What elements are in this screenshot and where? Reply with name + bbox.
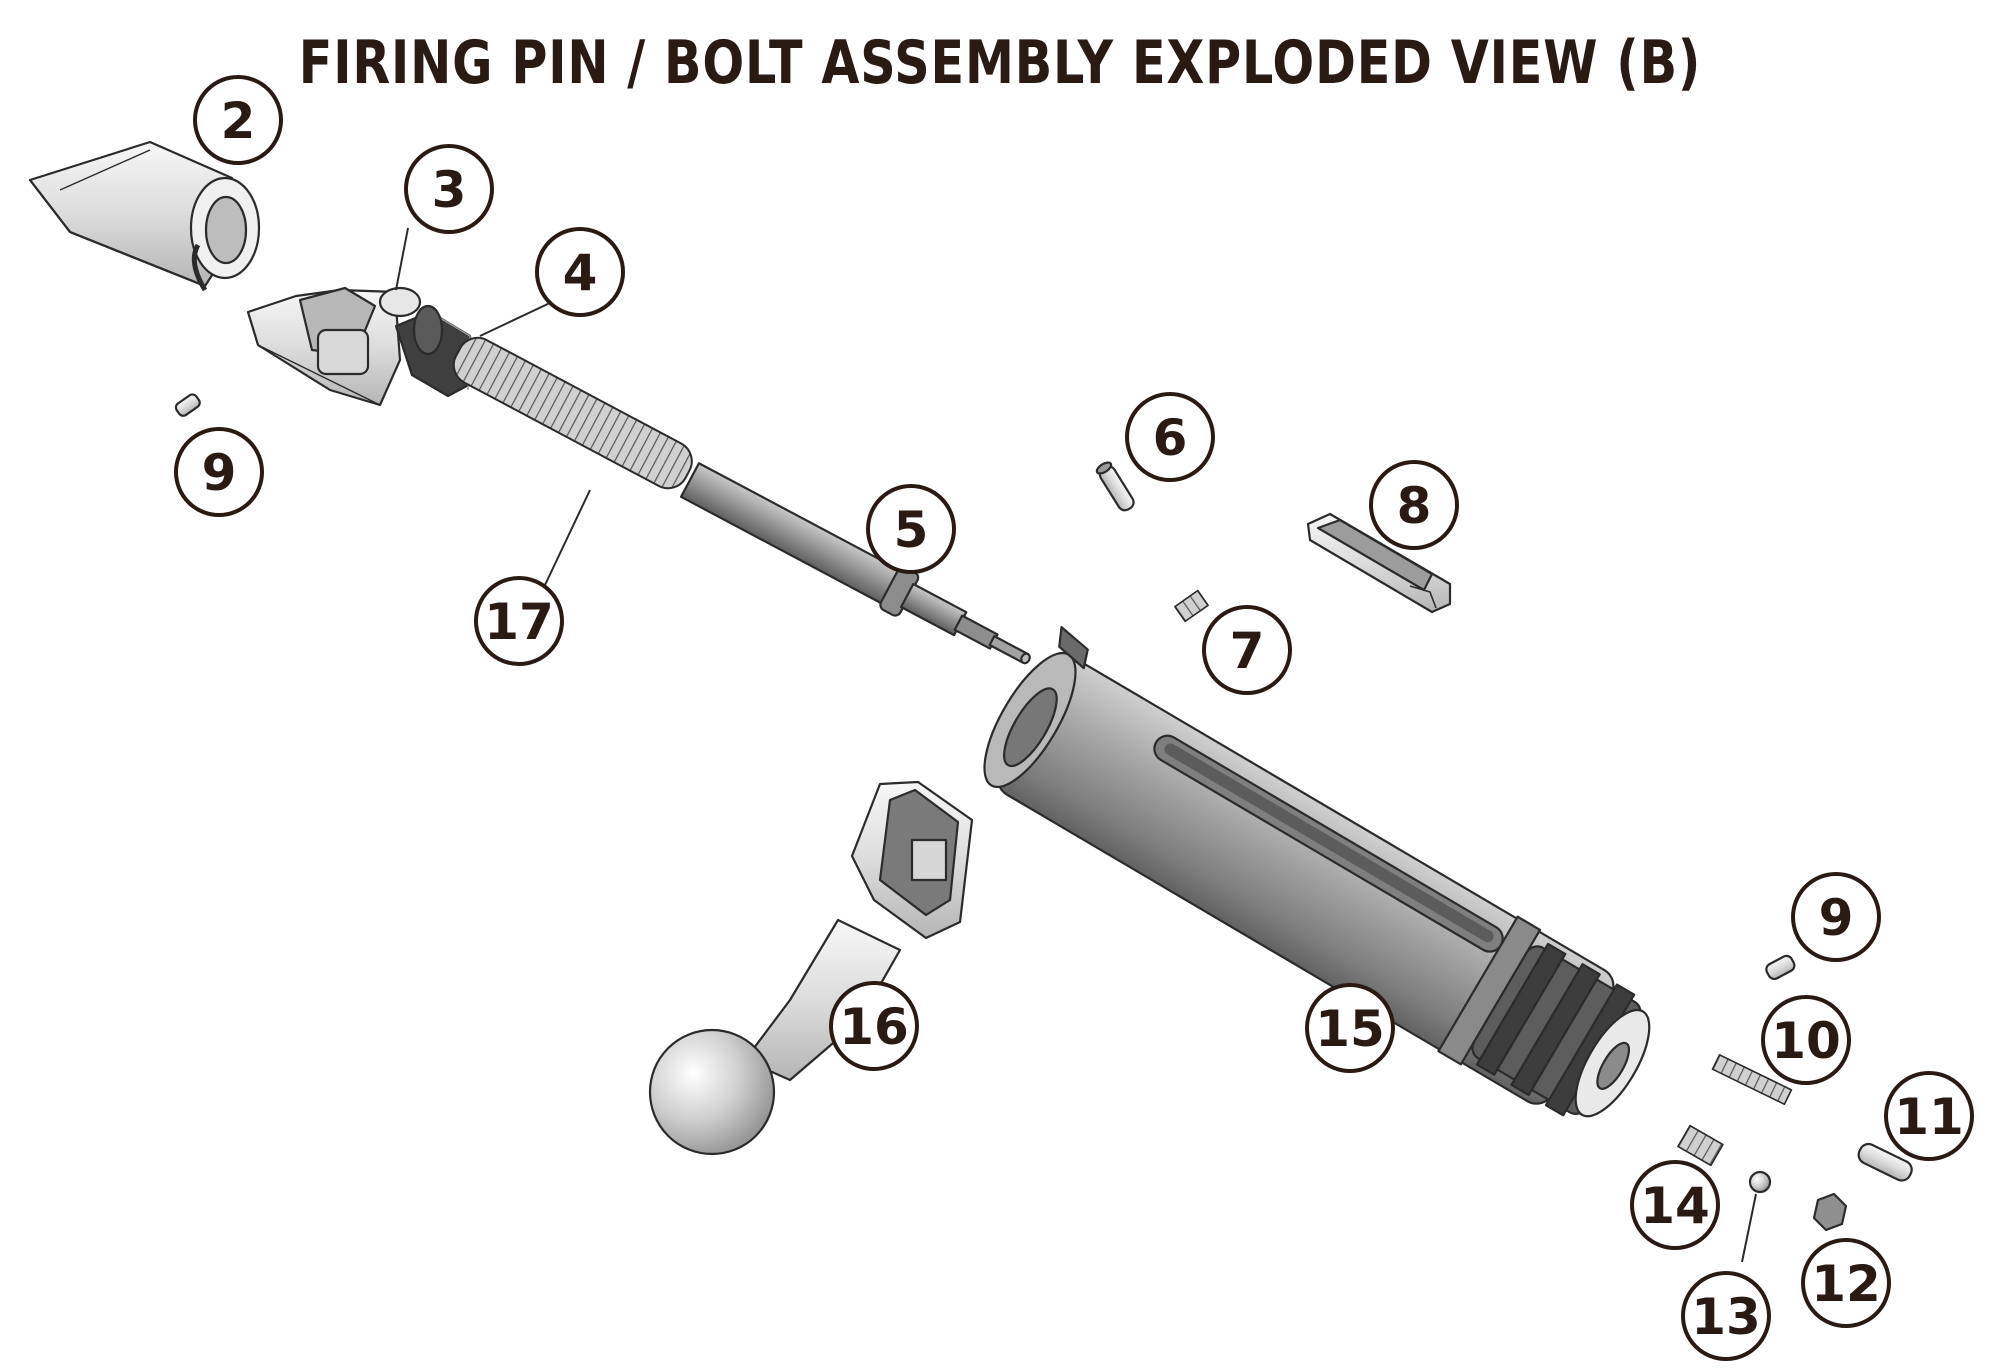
part-14-spring (1677, 1124, 1724, 1167)
callout-12: 12 (1801, 1238, 1891, 1328)
svg-text:14: 14 (1640, 1177, 1710, 1235)
callout-9-left: 9 (174, 427, 264, 517)
callout-6: 6 (1125, 392, 1215, 482)
callout-9-right: 9 (1791, 872, 1881, 962)
part-11-pin (1857, 1142, 1913, 1182)
part-15-bolt-body (983, 626, 1651, 1118)
svg-text:16: 16 (839, 998, 909, 1056)
svg-text:10: 10 (1771, 1012, 1841, 1070)
svg-text:5: 5 (894, 501, 929, 559)
callout-13: 13 (1681, 1271, 1771, 1361)
svg-text:15: 15 (1315, 1000, 1385, 1058)
callout-15: 15 (1305, 983, 1395, 1073)
callout-11: 11 (1884, 1071, 1974, 1161)
svg-text:13: 13 (1691, 1288, 1761, 1346)
part-9-pin-right (1765, 954, 1796, 981)
callout-5: 5 (866, 484, 956, 574)
part-6-pin (1095, 461, 1135, 512)
part-17-firing-pin-spring (452, 336, 693, 490)
callout-17: 17 (474, 576, 564, 666)
part-12-nut (1812, 1192, 1848, 1232)
part-7-small-spring (1174, 589, 1209, 623)
svg-text:9: 9 (1819, 889, 1854, 947)
part-10-ejector-spring (1711, 1054, 1793, 1106)
svg-text:17: 17 (484, 593, 554, 651)
part-13-ball (1748, 1170, 1772, 1194)
svg-text:8: 8 (1397, 477, 1432, 535)
diagram-title: FIRING PIN / BOLT ASSEMBLY EXPLODED VIEW… (298, 28, 1702, 98)
svg-text:9: 9 (202, 444, 237, 502)
svg-text:4: 4 (563, 244, 598, 302)
svg-text:11: 11 (1894, 1088, 1964, 1146)
callout-10: 10 (1761, 995, 1851, 1085)
svg-text:2: 2 (221, 92, 256, 150)
svg-text:12: 12 (1811, 1255, 1881, 1313)
callout-3: 3 (404, 144, 494, 234)
part-9-pin-left (174, 393, 201, 417)
part-16-bolt-handle (648, 780, 974, 1156)
part-5-firing-pin (679, 462, 1031, 665)
callout-16: 16 (829, 981, 919, 1071)
svg-text:3: 3 (432, 161, 467, 219)
part-2-bolt-shroud (28, 140, 261, 292)
part-4-firing-pin-collar (394, 304, 476, 398)
leader-lines (395, 227, 1757, 1263)
svg-text:6: 6 (1153, 409, 1188, 467)
part-8-extractor (1306, 512, 1452, 614)
callout-8: 8 (1369, 460, 1459, 550)
svg-text:7: 7 (1230, 622, 1265, 680)
callout-2: 2 (193, 75, 283, 165)
callout-4: 4 (535, 227, 625, 317)
callout-7: 7 (1202, 605, 1292, 695)
callout-14: 14 (1630, 1160, 1720, 1250)
part-3-cocking-piece (246, 286, 422, 407)
